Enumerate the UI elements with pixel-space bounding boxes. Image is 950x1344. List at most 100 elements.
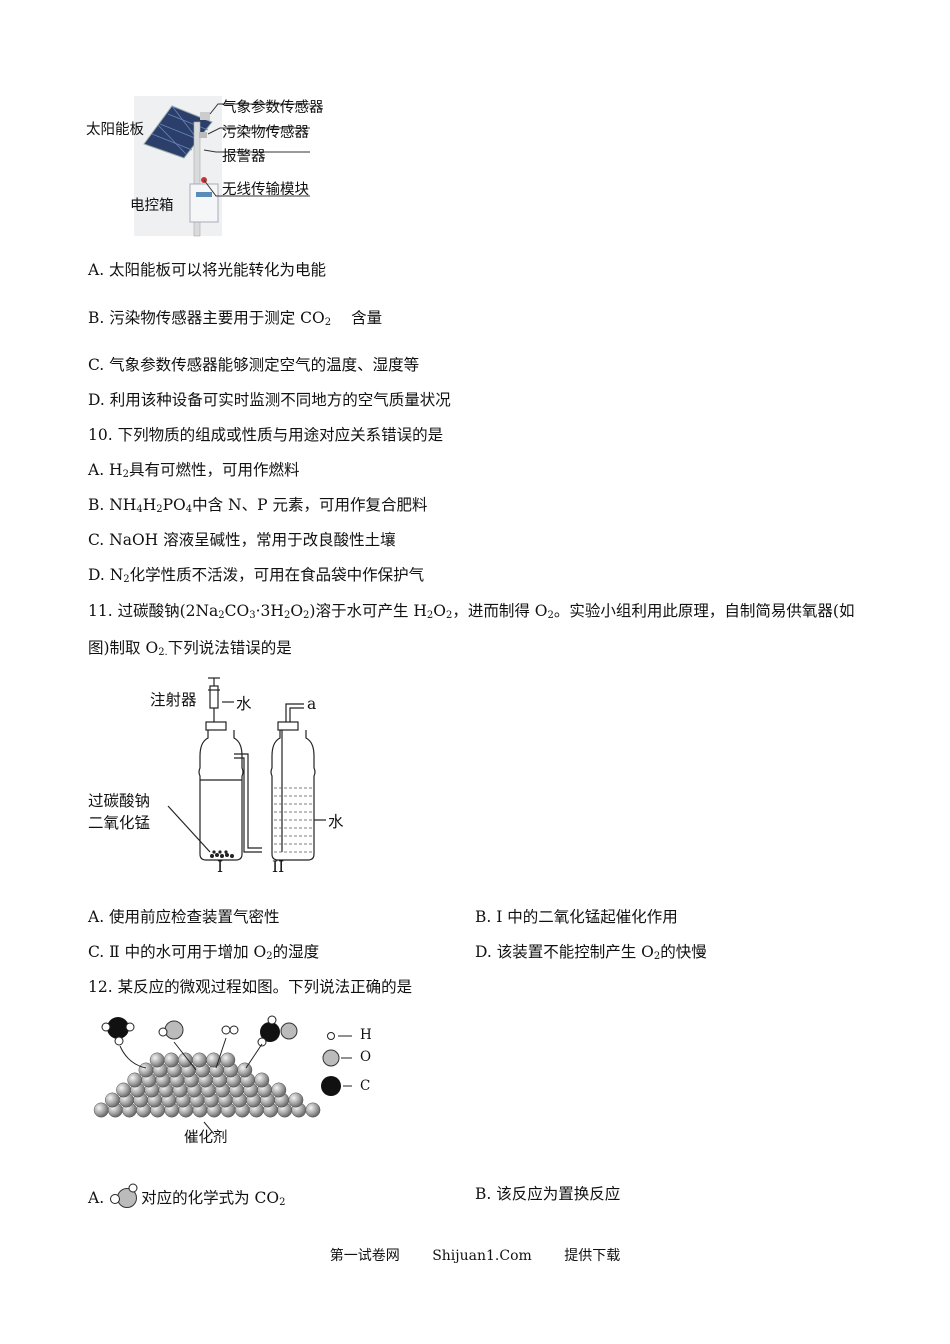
q11-s1: 11. 过碳酸钠(2Na bbox=[88, 602, 219, 620]
q9-option-a: A. 太阳能板可以将光能转化为电能 bbox=[88, 261, 327, 279]
label-pollutant-sensor: 污染物传感器 bbox=[222, 125, 309, 141]
q9-option-b-text: B. 污染物传感器主要用于测定 CO bbox=[88, 309, 325, 327]
q12-option-a-sub: 2 bbox=[279, 1197, 286, 1208]
catalyst-atom bbox=[254, 1072, 270, 1088]
q9-option-d: D. 利用该种设备可实时监测不同地方的空气质量状况 bbox=[88, 391, 451, 409]
q11-s7: ，进而制得 O bbox=[452, 602, 548, 620]
q10-b-part2: H bbox=[142, 496, 157, 514]
molecule-product-2 bbox=[257, 1015, 298, 1047]
footer-site-url: Shijuan1.Com bbox=[432, 1248, 532, 1264]
q10-option-a-text: A. H bbox=[88, 461, 123, 479]
q10-stem: 10. 下列物质的组成或性质与用途对应关系错误的是 bbox=[88, 426, 444, 444]
label-outlet-a: a bbox=[307, 695, 317, 713]
q11-option-b: B. I 中的二氧化锰起催化作用 bbox=[475, 908, 678, 926]
label-wireless-module: 无线传输模块 bbox=[222, 182, 309, 198]
q11-stem-line1: 11. 过碳酸钠(2Na2CO3·3H2O2)溶于水可产生 H2O2，进而制得 … bbox=[88, 600, 854, 627]
catalyst-atom bbox=[116, 1082, 132, 1098]
label-alarm: 报警器 bbox=[222, 149, 266, 165]
label-reagent-2: 二氧化锰 bbox=[88, 814, 151, 832]
q11-line2-pre: 图)制取 O bbox=[88, 639, 159, 657]
q10-b-part3: PO bbox=[162, 496, 186, 514]
label-bottle-2: II bbox=[272, 858, 285, 876]
catalyst-atom bbox=[138, 1062, 154, 1078]
q11-s8: 。实验小组利用此原理，自制简易供氧器(如 bbox=[553, 602, 855, 620]
label-syringe: 注射器 bbox=[150, 691, 197, 709]
q12-option-a-text: A. bbox=[88, 1189, 105, 1207]
label-catalyst: 催化剂 bbox=[184, 1130, 228, 1146]
q10-b-sub2: 2 bbox=[156, 504, 163, 515]
q10-b-part4: 中含 N、P 元素，可用作复合肥料 bbox=[192, 496, 428, 514]
catalyst-atom bbox=[93, 1102, 109, 1118]
q9-option-c: C. 气象参数传感器能够测定空气的温度、湿度等 bbox=[88, 356, 420, 374]
q11-option-d-post: 的快慢 bbox=[660, 943, 707, 961]
catalyst-atom bbox=[192, 1052, 207, 1068]
catalyst-atom bbox=[177, 1052, 193, 1068]
catalyst-atom bbox=[237, 1062, 253, 1078]
molecule-reactant-2 bbox=[158, 1020, 184, 1040]
molecule-product-h2 bbox=[221, 1025, 239, 1035]
q10-option-d-text: D. N bbox=[88, 566, 124, 584]
q10-option-b: B. NH4H2PO4中含 N、P 元素，可用作复合肥料 bbox=[88, 494, 427, 521]
q11-line2-post: 下列说法错误的是 bbox=[167, 639, 292, 657]
monitoring-station-figure bbox=[86, 92, 356, 242]
co2-molecule-icon bbox=[110, 1183, 138, 1208]
page-footer: 第一试卷网 Shijuan1.Com 提供下载 bbox=[0, 1245, 950, 1265]
legend bbox=[321, 1032, 352, 1096]
molecule-reactant-1 bbox=[101, 1017, 135, 1046]
catalyst-atom bbox=[305, 1102, 321, 1118]
q11-stem-line2: 图)制取 O2.下列说法错误的是 bbox=[88, 637, 292, 664]
oxygen-generator-diagram bbox=[167, 677, 326, 861]
q11-option-d: D. 该装置不能控制产生 O2的快慢 bbox=[475, 941, 707, 968]
q10-option-d-sub: 2 bbox=[123, 574, 130, 585]
q11-s6: O bbox=[433, 602, 446, 620]
catalyst-atom bbox=[220, 1052, 236, 1068]
monitoring-station-illustration bbox=[134, 96, 310, 237]
label-control-box: 电控箱 bbox=[130, 198, 174, 214]
label-weather-sensor: 气象参数传感器 bbox=[222, 100, 324, 116]
q11-s3: ·3H bbox=[255, 602, 284, 620]
catalyst-atom bbox=[104, 1092, 120, 1108]
catalyst-atom bbox=[127, 1072, 143, 1088]
footer-site-name: 第一试卷网 bbox=[329, 1248, 400, 1264]
q10-b-sub1: 4 bbox=[136, 504, 143, 515]
q10-option-d-post: 化学性质不活泼，可用在食品袋中作保护气 bbox=[129, 566, 425, 584]
label-reagent-1: 过碳酸钠 bbox=[88, 792, 151, 810]
q11-option-d-sub: 2 bbox=[653, 951, 661, 962]
q11-s5-sub: 2 bbox=[426, 610, 434, 621]
catalyst-atom bbox=[288, 1092, 304, 1108]
q10-option-a: A. H2具有可燃性，可用作燃料 bbox=[88, 459, 299, 486]
q11-option-a: A. 使用前应检查装置气密性 bbox=[88, 908, 280, 926]
label-solar-panel: 太阳能板 bbox=[86, 122, 144, 138]
catalyst-reaction-figure bbox=[86, 1010, 386, 1150]
q12-stem: 12. 某反应的微观过程如图。下列说法正确的是 bbox=[88, 978, 413, 996]
label-water-right: 水 bbox=[328, 813, 344, 831]
q12-option-a-post: 对应的化学式为 CO bbox=[141, 1189, 280, 1207]
catalyst-atom bbox=[271, 1082, 287, 1098]
q12-option-b: B. 该反应为置换反应 bbox=[475, 1185, 621, 1203]
q10-option-a-post: 具有可燃性，可用作燃料 bbox=[128, 461, 300, 479]
q10-option-a-sub: 2 bbox=[122, 469, 129, 480]
legend-c-label: C bbox=[360, 1078, 371, 1094]
q11-option-d-text: D. 该装置不能控制产生 O bbox=[475, 943, 654, 961]
q11-option-c: C. Ⅱ 中的水可用于增加 O2的湿度 bbox=[88, 941, 319, 968]
q12-option-a: A. 对应的化学式为 CO2 bbox=[88, 1183, 285, 1214]
q11-option-c-post: 的湿度 bbox=[272, 943, 320, 961]
q10-option-c: C. NaOH 溶液呈碱性，常用于改良酸性土壤 bbox=[88, 531, 396, 549]
q11-line2-sub: 2. bbox=[158, 647, 168, 658]
q11-option-c-sub: 2 bbox=[266, 951, 273, 962]
q9-option-b-post: 含量 bbox=[351, 309, 383, 327]
q11-s6-sub: 2 bbox=[446, 610, 453, 621]
q11-s3-sub: 2 bbox=[283, 610, 291, 621]
catalyst-surface bbox=[93, 1052, 321, 1118]
label-bottle-1: I bbox=[217, 858, 224, 876]
q9-option-b-sub: 2 bbox=[324, 317, 332, 328]
catalyst-atom bbox=[149, 1052, 165, 1068]
footer-download: 提供下载 bbox=[564, 1248, 621, 1264]
q10-b-sub3: 4 bbox=[185, 504, 193, 515]
legend-o-label: O bbox=[360, 1049, 372, 1065]
q11-s1-sub: 2 bbox=[218, 610, 225, 621]
q11-s2: CO bbox=[224, 602, 250, 620]
q11-s7-sub: 2 bbox=[547, 610, 554, 621]
q11-s4: O bbox=[290, 602, 304, 620]
catalyst-atom bbox=[163, 1052, 179, 1068]
